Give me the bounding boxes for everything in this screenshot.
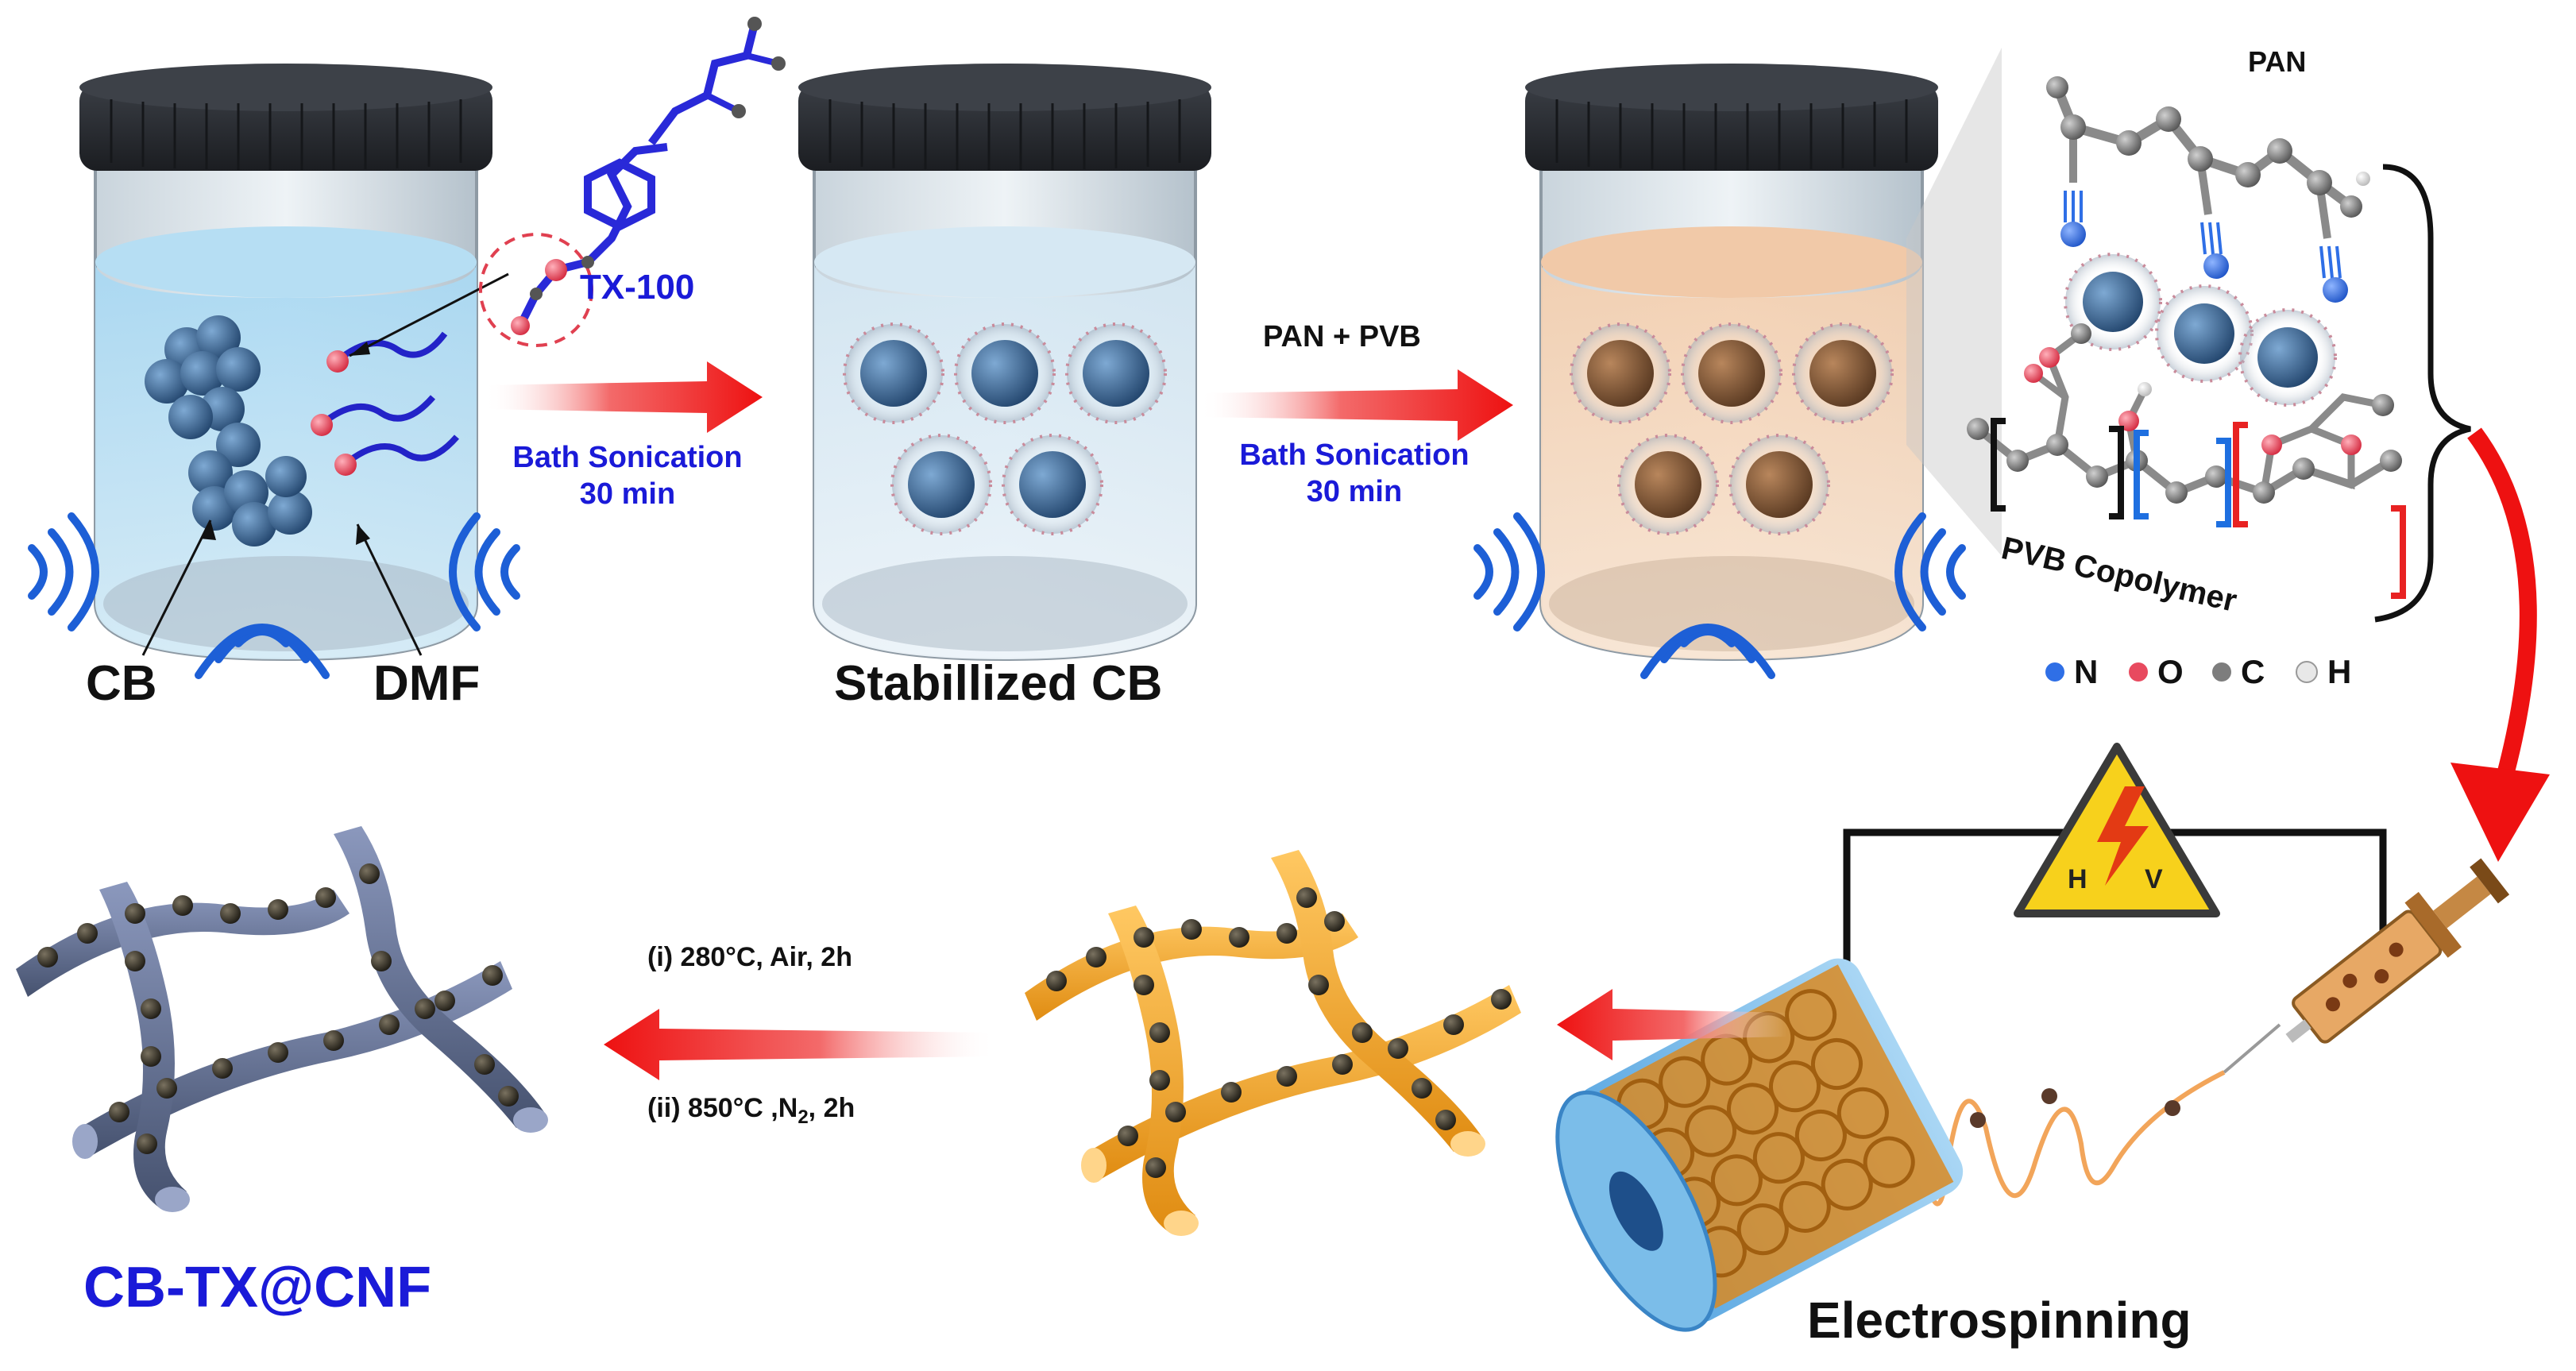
stabilized-cb-label: Stabillized CB: [834, 656, 1163, 711]
arrow-step-2: [1199, 369, 1513, 441]
pan-pvb-label: PAN + PVB: [1263, 320, 1421, 353]
legend-h: H: [2296, 653, 2351, 691]
legend-c-label: C: [2241, 653, 2265, 690]
step1-label: Bath Sonication 30 min: [500, 439, 755, 512]
step2-label: Bath Sonication 30 min: [1215, 437, 1493, 510]
jar-stabilized-cb: [798, 64, 1211, 662]
arrow-step-4: [604, 1009, 997, 1080]
syringe: [2285, 858, 2510, 1044]
legend-h-label: H: [2327, 653, 2352, 690]
sonication-waves-1: [28, 512, 520, 679]
sonication-waves-3: [1473, 512, 1966, 679]
cb-label: CB: [86, 656, 157, 711]
grouping-brace: [2374, 164, 2471, 623]
step1-line1: Bath Sonication: [512, 441, 743, 474]
legend-n: N: [2045, 653, 2098, 691]
legend-n-label: N: [2074, 653, 2099, 690]
legend-c: C: [2212, 653, 2265, 691]
as-spun-fiber-network: [1025, 850, 1521, 1236]
condition-2-prefix: (ii) 850°C ,N: [647, 1093, 798, 1123]
condition-1: (i) 280°C, Air, 2h: [647, 942, 852, 972]
step2-line1: Bath Sonication: [1239, 438, 1470, 472]
tx100-molecule: [479, 17, 786, 347]
electrospinning-setup: [1555, 743, 2510, 1332]
pvb-copolymer-molecule: [1967, 323, 2406, 599]
arrow-step-3: [1557, 989, 1787, 1060]
step2-line2: 30 min: [1306, 475, 1403, 508]
legend-o-label: O: [2157, 653, 2184, 690]
high-voltage-sign: [2014, 743, 2220, 917]
pan-molecule: [2046, 76, 2370, 407]
arrow-step-1: [485, 361, 763, 433]
legend-c-dot: [2212, 662, 2231, 682]
legend-o-dot: [2129, 662, 2148, 682]
condition-2: (ii) 850°C ,N2, 2h: [647, 1095, 855, 1127]
carbon-fiber-network: [16, 826, 548, 1212]
electrospinning-label: Electrospinning: [1807, 1292, 2192, 1349]
legend-n-dot: [2045, 662, 2064, 682]
tx100-label: TX-100: [580, 268, 695, 307]
surfactant-molecules: [311, 331, 460, 476]
stabilized-particles: [843, 322, 1167, 535]
arrow-to-electrospinning: [2450, 427, 2550, 862]
cb-aggregate: [145, 315, 312, 546]
legend-o: O: [2129, 653, 2184, 691]
collector-drum: [1555, 958, 1964, 1332]
condition-2-suffix: , 2h: [808, 1093, 855, 1123]
product-label: CB-TX@CNF: [83, 1256, 432, 1319]
pan-label: PAN: [2248, 45, 2307, 78]
step1-line2: 30 min: [579, 477, 676, 511]
jar-cb-dmf: [79, 64, 509, 662]
dmf-label: DMF: [373, 656, 481, 711]
condition-2-sub: 2: [798, 1106, 809, 1128]
jar-polymer-solution: [1525, 48, 2002, 662]
polymer-coated-particles: [1570, 322, 1894, 535]
hv-h-label: H: [2068, 864, 2087, 894]
legend-h-dot: [2296, 661, 2318, 683]
hv-v-label: V: [2145, 864, 2163, 894]
